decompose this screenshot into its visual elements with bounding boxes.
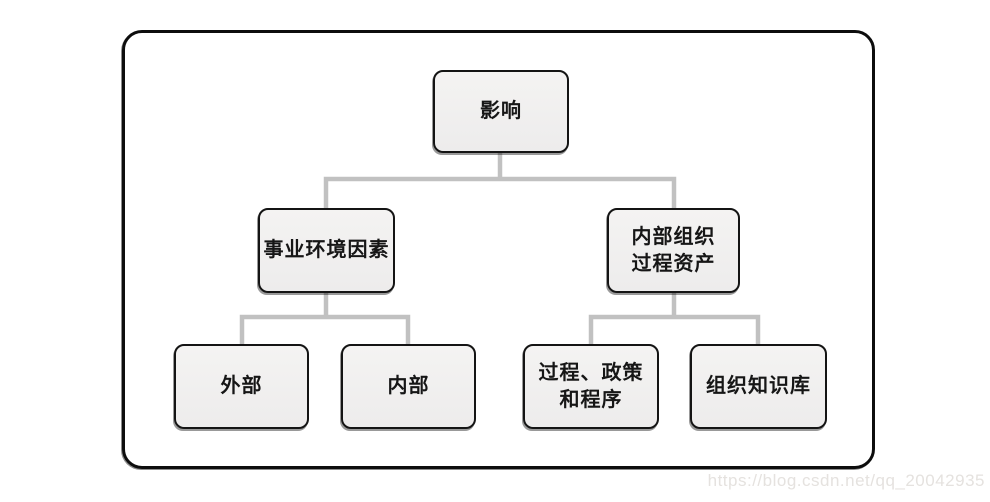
node-knowledge-base: 组织知识库 [690, 344, 827, 429]
node-external: 外部 [174, 344, 309, 429]
watermark-url: https://blog.csdn.net/qq_20042935 [707, 471, 985, 490]
node-organizational-process-assets: 内部组织 过程资产 [607, 208, 740, 293]
node-opa-label: 内部组织 过程资产 [631, 225, 716, 275]
node-ppp-label: 过程、政策 和程序 [538, 361, 644, 411]
node-eef-label: 事业环境因素 [263, 239, 390, 261]
node-processes-policies-procedures: 过程、政策 和程序 [523, 344, 659, 429]
node-root: 影响 [433, 70, 569, 153]
node-knowledge-label: 组织知识库 [706, 375, 811, 397]
node-internal: 内部 [341, 344, 476, 429]
node-enterprise-environmental-factors: 事业环境因素 [258, 208, 395, 293]
node-external-label: 外部 [220, 375, 263, 397]
node-root-label: 影响 [480, 100, 522, 122]
node-internal-label: 内部 [387, 375, 430, 397]
